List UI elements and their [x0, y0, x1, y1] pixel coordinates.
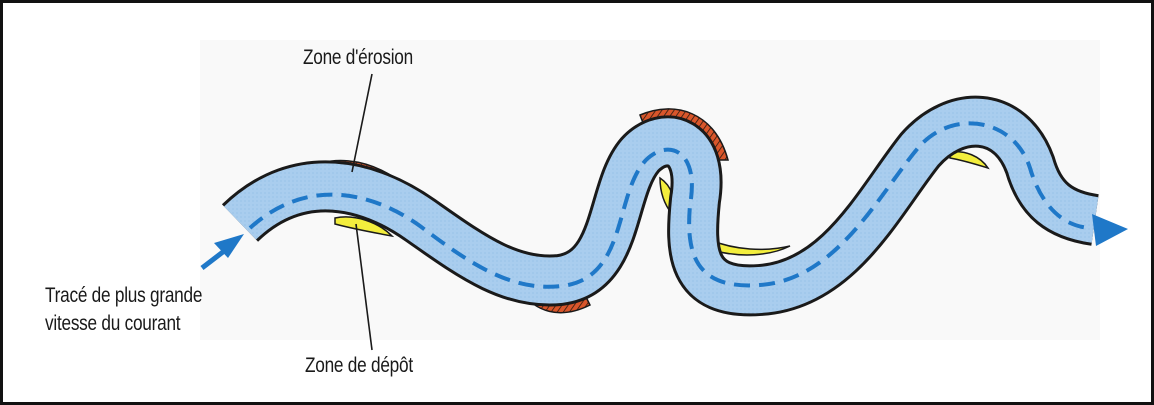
- deposit-zone-label: Zone de dépôt: [305, 354, 413, 378]
- outflow-arrow: [1092, 214, 1128, 246]
- fastest-current-label-line1: Tracé de plus grande: [45, 282, 202, 310]
- erosion-zone-label: Zone d'érosion: [303, 46, 413, 70]
- fastest-current-label-line2: vitesse du courant: [45, 310, 202, 338]
- fastest-current-label: Tracé de plus grande vitesse du courant: [45, 282, 202, 338]
